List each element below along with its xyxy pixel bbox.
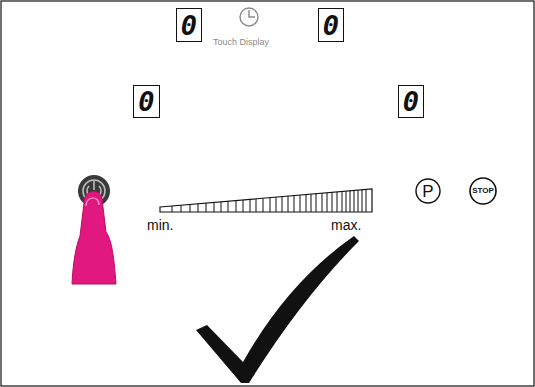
digit-value: 0 (403, 88, 419, 115)
scale-max-label: max. (331, 217, 361, 233)
digit-value: 0 (323, 12, 339, 39)
display-caption: Touch Display (213, 37, 269, 47)
round-button: STOP (469, 177, 497, 205)
finger-illustration (72, 191, 116, 284)
button-label: P (422, 183, 433, 200)
digit-display: 0 (398, 85, 424, 118)
button-label: STOP (472, 187, 494, 195)
round-button: P (415, 178, 441, 204)
scale-min-label: min. (147, 217, 173, 233)
digit-display: 0 (133, 85, 160, 118)
digit-display: 0 (318, 8, 344, 42)
power-slider (160, 185, 372, 212)
clock-symbol (240, 8, 258, 26)
digit-value: 0 (138, 88, 154, 115)
check-mark (196, 236, 359, 383)
digit-display: 0 (176, 8, 202, 42)
digit-value: 0 (181, 12, 197, 39)
